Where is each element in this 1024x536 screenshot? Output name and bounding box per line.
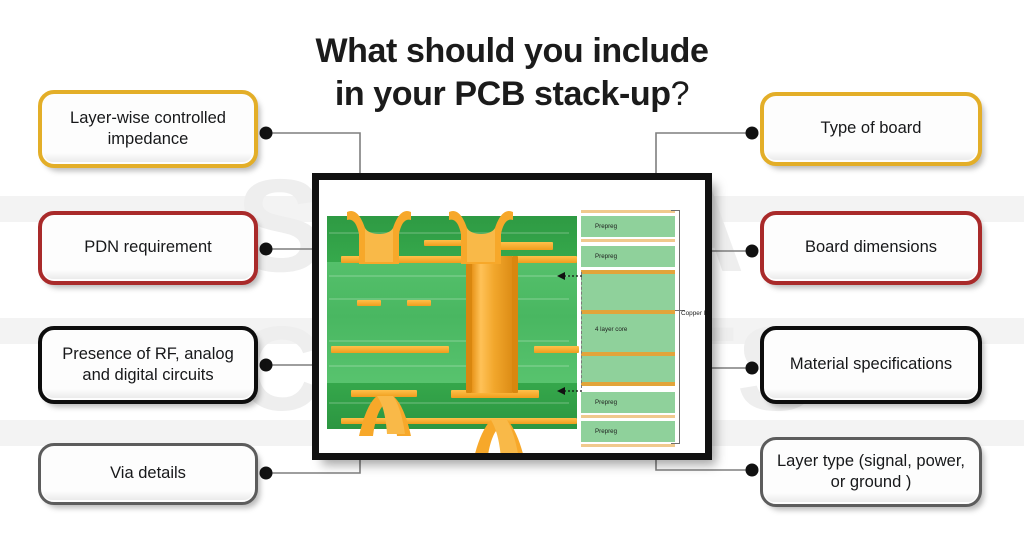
copper-layers-bracket [671,210,680,444]
prepreg-label: Prepreg [595,399,618,406]
copper-trace-inner [534,346,579,353]
plated-through-hole-barrel [472,256,512,393]
callout-label: PDN requirement [84,238,212,257]
bracket-tick [675,310,685,311]
callout-type-of-board[interactable]: Type of board [760,92,982,166]
copper-foil [581,210,675,213]
prepreg-label: Prepreg [595,253,618,260]
core-bottom-arrow [557,383,583,401]
callout-label: Presence of RF, analog and digital circu… [62,344,234,384]
prepreg-layer-4: Prepreg [581,421,675,442]
prepreg-label: Prepreg [595,223,618,230]
pcb-illustration: Prepreg Prepreg 4 layer core Prepreg [319,180,705,453]
via-funnel-bottom-left [353,390,417,438]
copper-pad [357,300,381,306]
copper-trace-layer-n [351,390,417,397]
callout-board-dimensions[interactable]: Board dimensions [760,211,982,285]
barrel-wall-left [466,256,472,393]
substrate-streak [329,340,569,342]
substrate-streak [329,298,569,300]
prepreg-label: Prepreg [595,428,618,435]
barrel-wall-right [512,256,518,393]
core-layer-block: 4 layer core [581,274,675,384]
substrate-core-layer [327,262,577,383]
callout-label: Layer type (signal, power, or ground ) [776,451,966,491]
pcb-stackup-image: Prepreg Prepreg 4 layer core Prepreg [312,173,712,460]
stackup-legend: Prepreg Prepreg 4 layer core Prepreg [581,210,677,447]
substrate-streak [329,365,569,367]
copper-foil [581,444,675,447]
core-boundary-dashes [581,272,582,388]
via-funnel-top-left [345,206,415,266]
callout-label: Material specifications [789,355,953,374]
copper-trace-inner [331,346,449,353]
callout-label: Type of board [820,119,922,138]
copper-pad [407,300,431,306]
copper-foil [581,239,675,242]
title-line-2: in your PCB stack-up [334,74,671,113]
copper-layers-label: Copper layers [681,310,712,317]
copper-pad [495,242,553,250]
callout-pdn-requirement[interactable]: PDN requirement [38,211,258,285]
substrate-streak [329,275,569,277]
copper-trace-bottom [341,418,577,424]
copper-layer [581,352,675,356]
prepreg-layer-2: Prepreg [581,246,675,267]
copper-trace-layer-1 [341,256,577,263]
copper-trace-layer-n [451,390,539,398]
substrate-streak [329,402,569,404]
copper-layer [581,382,675,386]
core-label: 4 layer core [595,326,628,333]
copper-foil [581,415,675,418]
callout-label: Layer-wise controlled impedance [70,108,226,148]
callout-layer-type-signal-power-or-ground[interactable]: Layer type (signal, power, or ground ) [760,437,982,507]
prepreg-layer-3: Prepreg [581,392,675,413]
copper-layer [581,270,675,274]
via-funnel-top-right [447,206,517,266]
callout-label: Via details [110,464,186,483]
copper-layer [581,310,675,314]
callout-via-details[interactable]: Via details [38,443,258,505]
title-line-1: What should you include [315,32,709,70]
copper-pad [424,240,466,246]
substrate-streak [329,232,569,234]
title-question-mark: ? [670,74,690,113]
callout-label: Board dimensions [804,238,938,257]
title-line-2-wrapper: in your PCB stack-up? [0,73,1024,116]
via-funnel-bottom-center [467,416,531,453]
core-top-arrow [557,268,583,286]
prepreg-layer-1: Prepreg [581,216,675,237]
page-title: What should you include in your PCB stac… [0,30,1024,115]
callout-layer-wise-controlled-impedance[interactable]: Layer-wise controlled impedance [38,90,258,168]
callout-material-specifications[interactable]: Material specifications [760,326,982,404]
callout-presence-of-rf-analog-and-digital-circuits[interactable]: Presence of RF, analog and digital circu… [38,326,258,404]
